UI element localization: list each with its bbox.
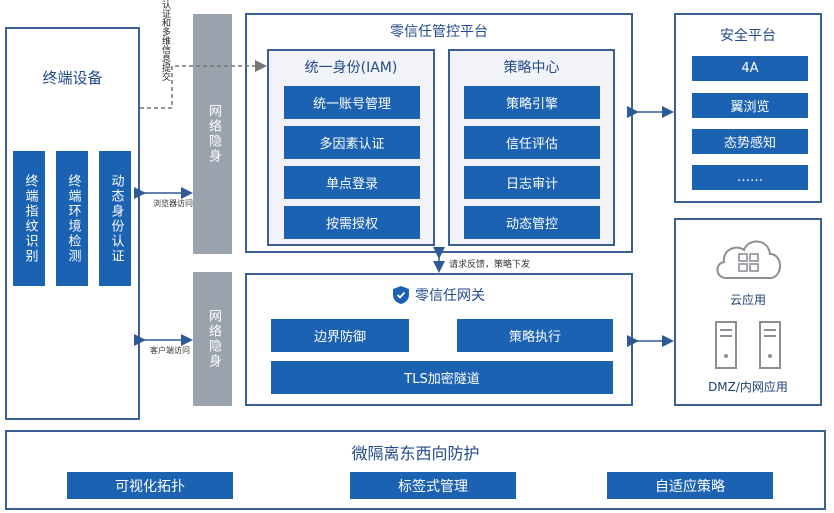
control-platform-title: 零信任管控平台: [390, 24, 488, 40]
shield-icon: [393, 286, 409, 304]
micro-item-adaptive: 自适应策略: [607, 472, 773, 499]
policy-item-engine: 策略引擎: [464, 86, 600, 119]
terminal-device-title: 终端设备: [42, 69, 103, 87]
iam-item-sso: 单点登录: [284, 166, 420, 199]
security-item-browser: 翼浏览: [692, 93, 808, 118]
server-icon: [714, 320, 784, 370]
micro-item-topology: 可视化拓扑: [67, 472, 233, 499]
policy-item-control: 动态管控: [464, 206, 600, 239]
network-cloak-top: 网络隐身: [193, 14, 232, 254]
micro-segmentation-title: 微隔离东西向防护: [351, 444, 480, 463]
iam-title: 统一身份(IAM): [304, 60, 398, 76]
security-platform-panel: 安全平台 4A 翼浏览 态势感知 ……: [674, 13, 822, 203]
iam-item-mfa: 多因素认证: [284, 126, 420, 159]
network-cloak-bottom: 网络隐身: [193, 272, 232, 406]
iam-item-account: 统一账号管理: [284, 86, 420, 119]
terminal-device-panel: 终端设备 终端指纹识别 终端环境检测 动态身份认证: [5, 27, 140, 420]
auth-submit-connector: [140, 60, 267, 109]
gateway-tls-tunnel: TLS加密隧道: [271, 361, 613, 394]
micro-item-tags: 标签式管理: [350, 472, 516, 499]
zt-gateway-panel: 零信任网关 边界防御 策略执行 TLS加密隧道: [245, 273, 633, 406]
cloud-icon: [712, 234, 786, 282]
browser-access-annotation: 浏览器访问: [153, 199, 193, 208]
dmz-app-label: DMZ/内网应用: [708, 380, 788, 394]
security-item-more: ……: [692, 165, 808, 190]
iam-panel: 统一身份(IAM) 统一账号管理 多因素认证 单点登录 按需授权: [267, 49, 435, 246]
security-item-4a: 4A: [692, 56, 808, 81]
control-platform-panel: 零信任管控平台 统一身份(IAM) 统一账号管理 多因素认证 单点登录 按需授权…: [245, 13, 633, 253]
resources-panel: 云应用 DMZ/内网应用: [674, 218, 822, 406]
terminal-item-env-check: 终端环境检测: [56, 151, 88, 286]
gateway-item-border-defense: 边界防御: [271, 319, 409, 352]
policy-item-trust: 信任评估: [464, 126, 600, 159]
security-item-situation: 态势感知: [692, 129, 808, 154]
cloud-app-label: 云应用: [729, 293, 766, 307]
client-access-annotation: 客户端访问: [150, 346, 190, 355]
terminal-item-dynamic-auth: 动态身份认证: [99, 151, 131, 286]
policy-item-audit: 日志审计: [464, 166, 600, 199]
gateway-item-policy-enforce: 策略执行: [457, 319, 613, 352]
micro-segmentation-panel: 微隔离东西向防护 可视化拓扑 标签式管理 自适应策略: [5, 430, 826, 510]
auth-submit-annotation: 认证和多维信息提交: [160, 0, 170, 81]
request-feedback-annotation: 请求反馈，策略下发: [449, 260, 531, 270]
zt-gateway-header: 零信任网关: [247, 285, 631, 305]
security-platform-title: 安全平台: [720, 28, 776, 44]
iam-item-authorize: 按需授权: [284, 206, 420, 239]
policy-center-title: 策略中心: [503, 60, 560, 76]
terminal-item-fingerprint: 终端指纹识别: [13, 151, 45, 286]
policy-center-panel: 策略中心 策略引擎 信任评估 日志审计 动态管控: [448, 49, 615, 246]
zt-gateway-title: 零信任网关: [415, 288, 485, 304]
